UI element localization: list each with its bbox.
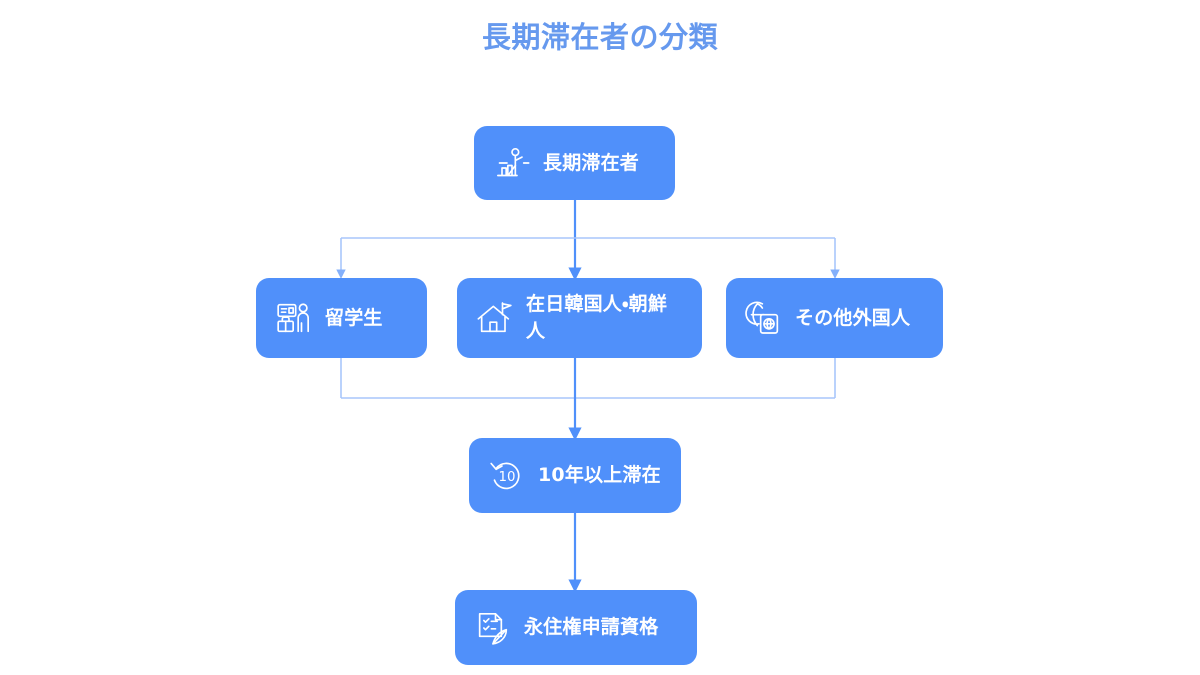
person-chart-icon	[492, 143, 532, 183]
node-other[interactable]: その他外国人	[726, 278, 943, 358]
node-tenyears[interactable]: 10 10年以上滞在	[469, 438, 681, 513]
svg-text:10: 10	[499, 470, 516, 485]
document-feather-icon	[473, 608, 513, 648]
node-korean[interactable]: 在日韓国人・朝鮮人	[457, 278, 702, 358]
page-title: 長期滞在者の分類	[481, 20, 718, 54]
house-flag-icon	[475, 298, 515, 338]
node-tenyears-label: 10年以上滞在	[538, 464, 661, 486]
node-root-label: 長期滞在者	[543, 151, 640, 174]
node-root[interactable]: 長期滞在者	[474, 126, 675, 200]
node-korean-label: 在日韓国人・朝鮮人	[526, 293, 668, 342]
node-student-label: 留学生	[325, 306, 383, 329]
id-card-person-luggage-icon	[274, 298, 314, 338]
node-student[interactable]: 留学生	[256, 278, 427, 358]
node-eligible-label: 永住権申請資格	[524, 616, 659, 638]
globe-passport-icon	[744, 298, 784, 338]
node-eligible[interactable]: 永住権申請資格	[455, 590, 697, 665]
clock-10-arrow-icon: 10	[487, 456, 527, 496]
node-other-label: その他外国人	[795, 306, 911, 329]
